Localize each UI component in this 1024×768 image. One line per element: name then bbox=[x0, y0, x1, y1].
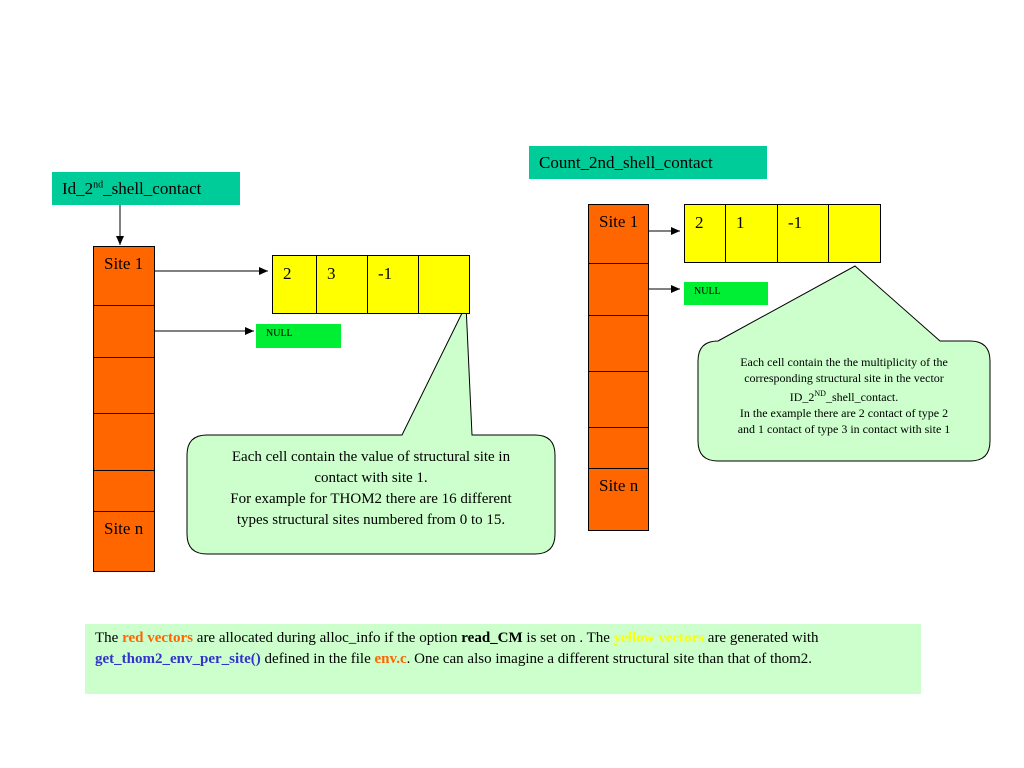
left-red-cell bbox=[94, 358, 154, 414]
left-yellow-cell: 2 bbox=[273, 256, 317, 313]
left-yellow-cell: 3 bbox=[317, 256, 368, 313]
right-yellow-cell: 2 bbox=[685, 205, 726, 262]
right-yellow-cell: 1 bbox=[726, 205, 778, 262]
left-callout-shape bbox=[186, 304, 556, 555]
left-yellow-vector: 2 3 -1 bbox=[272, 255, 470, 314]
right-yellow-cell: -1 bbox=[778, 205, 829, 262]
left-vector-label: Id_2nd_shell_contact bbox=[52, 172, 240, 205]
left-null-box: NULL bbox=[256, 324, 341, 348]
right-callout-shape bbox=[697, 265, 991, 462]
right-red-cell bbox=[589, 316, 648, 372]
right-red-cell: Site n bbox=[589, 469, 648, 531]
left-red-cell bbox=[94, 471, 154, 512]
left-yellow-cell bbox=[419, 256, 470, 313]
right-red-vector: Site 1 Site n bbox=[588, 204, 649, 531]
right-yellow-cell bbox=[829, 205, 881, 262]
right-red-cell bbox=[589, 428, 648, 469]
right-red-cell: Site 1 bbox=[589, 205, 648, 264]
left-yellow-cell: -1 bbox=[368, 256, 419, 313]
explanation-note: The red vectors are allocated during all… bbox=[85, 624, 921, 694]
right-yellow-vector: 2 1 -1 bbox=[684, 204, 881, 263]
left-red-vector: Site 1 Site n bbox=[93, 246, 155, 572]
left-callout-text: Each cell contain the value of structura… bbox=[230, 449, 512, 528]
right-vector-label: Count_2nd_shell_contact bbox=[529, 146, 767, 179]
right-null-box: NULL bbox=[684, 282, 768, 305]
left-red-cell bbox=[94, 306, 154, 358]
right-red-cell bbox=[589, 372, 648, 428]
left-red-cell: Site n bbox=[94, 512, 154, 572]
right-callout-text: Each cell contain the the multiplicity o… bbox=[737, 355, 951, 436]
right-red-cell bbox=[589, 264, 648, 316]
left-red-cell bbox=[94, 414, 154, 471]
left-red-cell: Site 1 bbox=[94, 247, 154, 306]
